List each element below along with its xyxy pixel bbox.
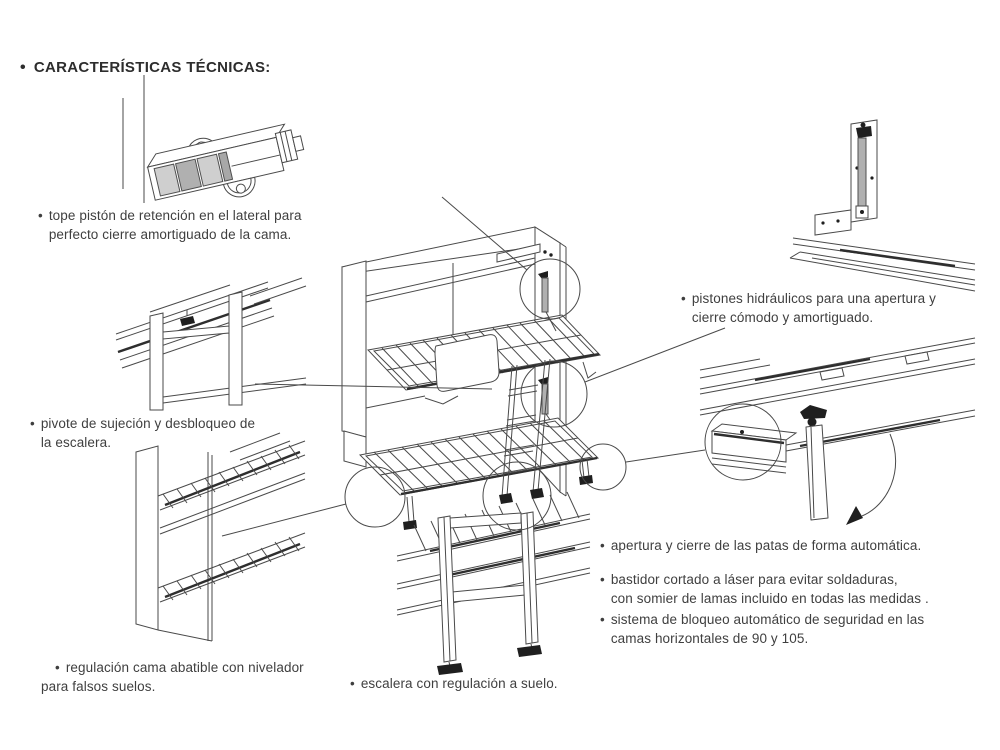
- bullet-icon: •: [30, 416, 35, 431]
- title-bullet-icon: •: [20, 59, 26, 76]
- note-line: pivote de sujeción y desbloqueo de: [40, 416, 256, 431]
- note-line: perfecto cierre amortiguado de la cama.: [48, 227, 292, 242]
- callout-overlay: [122, 75, 782, 537]
- note-apertura: • apertura y cierre de las patas de form…: [600, 536, 921, 555]
- note-line: cierre cómodo y amortiguado.: [691, 310, 874, 325]
- cabinet-side-drawing: [135, 432, 306, 642]
- note-line: con somier de lamas incluido en todas la…: [610, 591, 929, 606]
- retention-piston-drawing: [146, 123, 305, 201]
- note-line: pistones hidráulicos para una apertura y: [691, 291, 936, 306]
- bullet-icon: •: [55, 660, 60, 675]
- note-line: para falsos suelos.: [41, 679, 156, 694]
- note-escalera: • escalera con regulación a suelo.: [350, 674, 558, 693]
- main-cabinet-drawing: [341, 226, 602, 530]
- folding-leg-drawing: [699, 337, 976, 525]
- bullet-icon: •: [681, 291, 686, 306]
- note-line: bastidor cortado a láser para evitar sol…: [610, 572, 898, 587]
- note-line: sistema de bloqueo automático de segurid…: [610, 612, 925, 627]
- note-tope-piston: • tope pistón de retención en el lateral…: [38, 206, 302, 244]
- note-line: apertura y cierre de las patas de forma …: [610, 538, 922, 553]
- ladder-pivot-drawing: [115, 277, 307, 411]
- piston-mount-drawing: [789, 119, 976, 292]
- note-regulacion: • regulación cama abatible con nivelador…: [41, 658, 304, 696]
- page-title: • CARACTERÍSTICAS TÉCNICAS:: [20, 59, 271, 77]
- ladder-feet-drawing: [396, 491, 591, 675]
- bullet-icon: •: [600, 612, 605, 627]
- note-line: camas horizontales de 90 y 105.: [610, 631, 809, 646]
- bullet-icon: •: [600, 572, 605, 587]
- note-line: tope pistón de retención en el lateral p…: [48, 208, 302, 223]
- note-pistones: • pistones hidráulicos para una apertura…: [681, 289, 936, 327]
- note-line: la escalera.: [40, 435, 112, 450]
- note-line: escalera con regulación a suelo.: [360, 676, 558, 691]
- bullet-icon: •: [350, 676, 355, 691]
- note-sistema: • sistema de bloqueo automático de segur…: [600, 610, 924, 648]
- title-text: CARACTERÍSTICAS TÉCNICAS:: [33, 59, 271, 76]
- note-bastidor: • bastidor cortado a láser para evitar s…: [600, 570, 929, 608]
- note-pivote: • pivote de sujeción y desbloqueo de la …: [30, 414, 255, 452]
- bullet-icon: •: [38, 208, 43, 223]
- bullet-icon: •: [600, 538, 605, 553]
- note-line: regulación cama abatible con nivelador: [65, 660, 304, 675]
